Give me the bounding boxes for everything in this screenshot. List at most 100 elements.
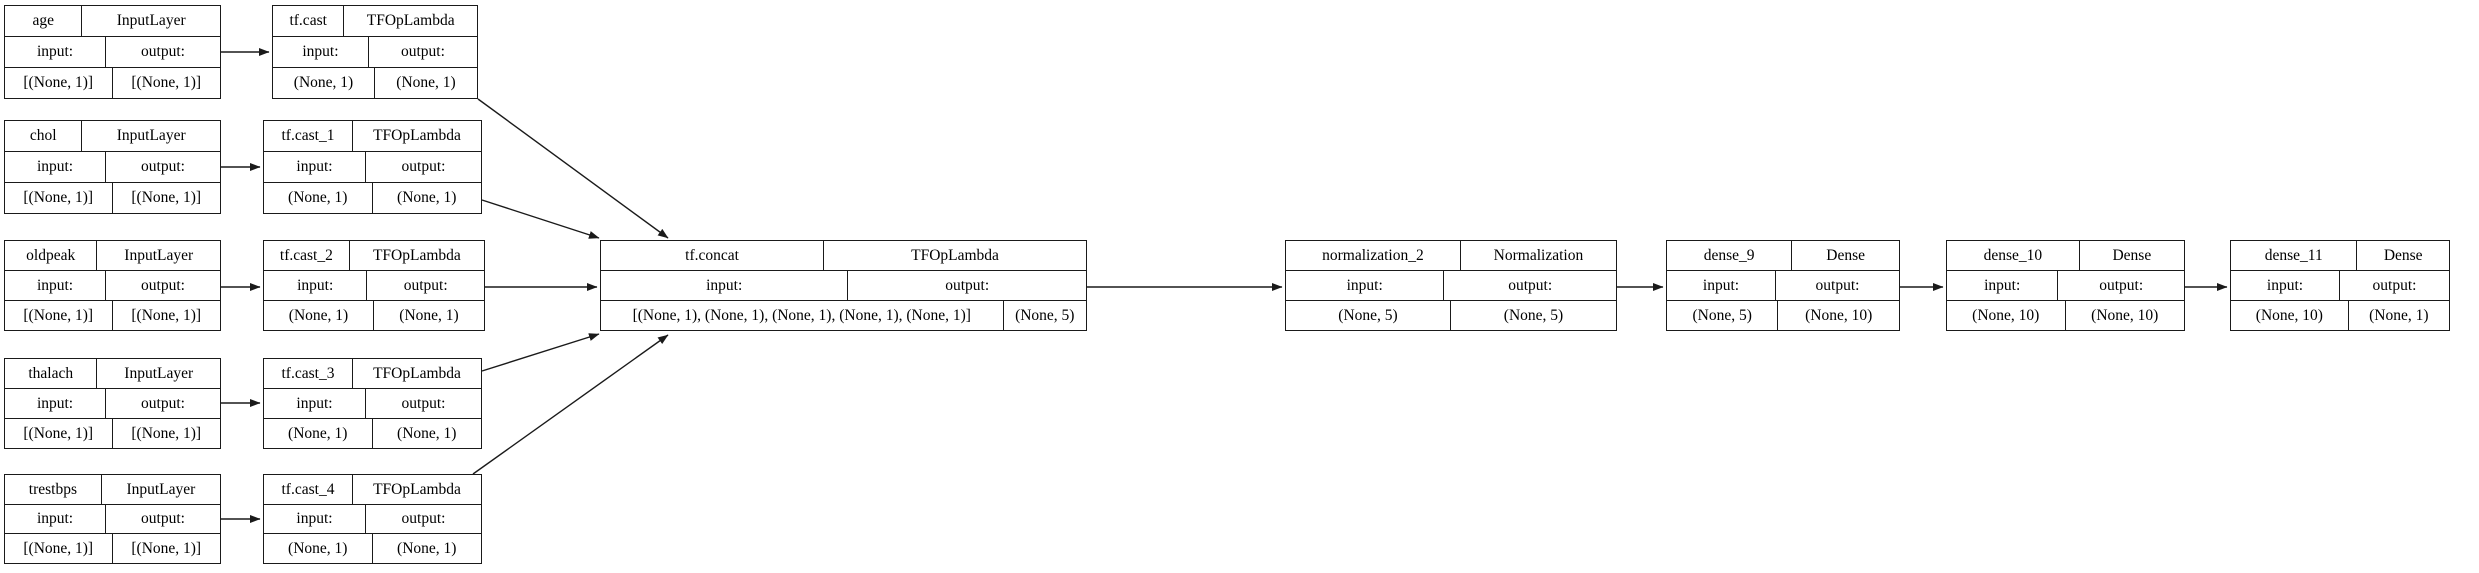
layer-name-row: tf.cast_1 TFOpLambda: [264, 121, 481, 151]
io-label-row: input: output:: [2231, 270, 2449, 300]
output-shape: (None, 1): [397, 424, 457, 442]
io-label-row: input: output:: [5, 503, 220, 534]
output-shape: (None, 10): [1805, 306, 1873, 324]
output-label: output:: [141, 394, 185, 412]
output-label: output:: [141, 43, 185, 61]
shape-row: [(None, 1)][(None, 1)]: [5, 533, 220, 564]
shape-row: [(None, 1), (None, 1), (None, 1), (None,…: [601, 300, 1086, 330]
layer-name: trestbps: [5, 475, 102, 504]
input-shape: (None, 10): [2231, 301, 2349, 330]
layer-class: Dense: [2383, 246, 2423, 264]
layer-name: tf.cast_3: [264, 359, 353, 388]
input-label: input:: [264, 504, 366, 534]
shape-row: (None, 10) (None, 10): [1947, 300, 2184, 330]
output-shape: (None, 10): [2091, 306, 2159, 324]
edge-tf.cast-to-tf.concat: [477, 98, 669, 239]
input-shape: [(None, 1), (None, 1), (None, 1), (None,…: [601, 301, 1004, 330]
shape-row: [(None, 1)] [(None, 1)]: [5, 300, 220, 330]
io-label-row: input:output:: [264, 151, 481, 182]
node-dense_11: dense_11 Dense input: output: (None, 10) (Non…: [2230, 240, 2450, 331]
layer-class: TFOpLambda: [911, 246, 999, 264]
input-label: input:: [1947, 271, 2059, 300]
layer-name: dense_11: [2231, 241, 2358, 270]
edge-tf.cast_1-to-tf.concat: [481, 199, 600, 239]
layer-class: Dense: [1826, 246, 1865, 264]
node-tf.cast_4: tf.cast_4 TFOpLambda input: output: (None, 1…: [263, 474, 482, 564]
io-label-row: input:output:: [264, 388, 481, 418]
input-label: input:: [5, 504, 107, 534]
layer-class: InputLayer: [116, 127, 186, 145]
input-label: input:: [601, 271, 849, 300]
output-label: output:: [141, 276, 185, 294]
shape-row: (None, 1)(None, 1): [264, 418, 481, 448]
output-shape: [(None, 1)]: [131, 74, 202, 92]
shape-row: [(None, 1)] [(None, 1)]: [5, 67, 220, 98]
layer-class: InputLayer: [124, 364, 194, 382]
output-shape: [(None, 1)]: [131, 306, 202, 324]
shape-row: (None, 5) (None, 5): [1286, 300, 1616, 330]
input-label: input:: [2231, 271, 2340, 300]
layer-class: TFOpLambda: [373, 364, 461, 382]
layer-name: dense_10: [1947, 241, 2080, 270]
input-label: input:: [5, 271, 107, 300]
output-label: output:: [401, 394, 446, 412]
input-shape: (None, 10): [1947, 301, 2066, 330]
shape-row: [(None, 1)][(None, 1)]: [5, 182, 220, 213]
input-shape: (None, 1): [273, 68, 375, 98]
io-label-row: input: output:: [5, 270, 220, 300]
input-shape: (None, 5): [1286, 301, 1451, 330]
output-shape: (None, 1): [2369, 306, 2429, 324]
input-label: input:: [273, 37, 369, 67]
layer-class: TFOpLambda: [373, 127, 461, 145]
output-label: output:: [141, 158, 185, 176]
layer-class: TFOpLambda: [373, 480, 461, 498]
layer-name: tf.cast: [273, 6, 345, 36]
layer-class: InputLayer: [124, 246, 194, 264]
output-label: output:: [2372, 276, 2417, 294]
layer-name: tf.cast_4: [264, 475, 353, 504]
layer-name: thalach: [5, 359, 98, 388]
output-shape: (None, 1): [397, 189, 457, 207]
layer-class: TFOpLambda: [372, 246, 461, 264]
layer-name: tf.cast_2: [264, 241, 350, 270]
edge-tf.cast_3-to-tf.concat: [481, 333, 600, 372]
layer-name-row: tf.cast_2 TFOpLambda: [264, 241, 484, 270]
shape-row: (None, 5) (None, 10): [1667, 300, 1899, 330]
output-shape: (None, 1): [397, 539, 457, 557]
output-label: output:: [401, 510, 446, 528]
layer-name-row: tf.cast_3 TFOpLambda: [264, 359, 481, 388]
input-shape: [(None, 1)]: [5, 301, 113, 330]
input-label: input:: [5, 37, 107, 67]
edge-tf.cast_4-to-tf.concat: [472, 334, 669, 475]
layer-name-row: dense_11 Dense: [2231, 241, 2449, 270]
io-label-row: input:output:: [1286, 270, 1616, 300]
output-shape: (None, 5): [1503, 306, 1564, 324]
input-label: input:: [1667, 271, 1777, 300]
layer-name: tf.cast_1: [264, 121, 353, 151]
output-label: output:: [401, 158, 446, 176]
io-label-row: input:output:: [1947, 270, 2184, 300]
shape-row: (None, 1)(None, 1): [264, 300, 484, 330]
layer-name: normalization_2: [1286, 241, 1461, 270]
input-shape: (None, 5): [1667, 301, 1779, 330]
output-label: output:: [945, 276, 990, 294]
input-shape: [(None, 1)]: [5, 534, 113, 564]
output-label: output:: [141, 510, 185, 528]
input-shape: [(None, 1)]: [5, 68, 113, 98]
layer-class: InputLayer: [116, 12, 186, 30]
io-label-row: input:output:: [5, 388, 220, 418]
io-label-row: input:output:: [5, 151, 220, 182]
input-shape: [(None, 1)]: [5, 419, 113, 448]
output-shape: (None, 5): [1015, 306, 1075, 324]
node-tf.cast_1: tf.cast_1 TFOpLambda input:output: (None, 1…: [263, 120, 482, 214]
output-label: output:: [400, 43, 445, 61]
io-label-row: input:output:: [264, 270, 484, 300]
